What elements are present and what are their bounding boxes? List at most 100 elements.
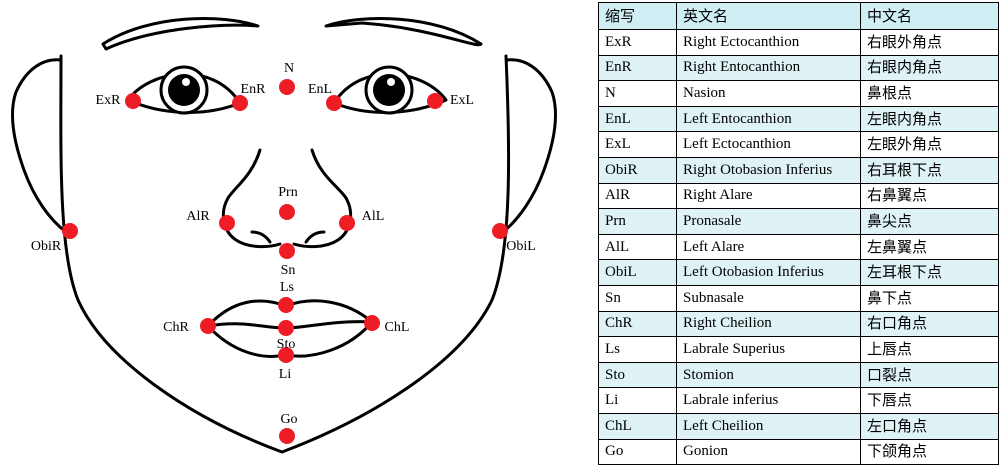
cell-english-name: Pronasale bbox=[676, 208, 861, 235]
landmark-label-EnL: EnL bbox=[308, 82, 332, 97]
landmark-point-Sto bbox=[278, 320, 294, 336]
cell-english-name: Right Cheilion bbox=[676, 310, 861, 338]
right-eyebrow bbox=[101, 17, 260, 51]
cell-chinese-name: 右眼外角点 bbox=[860, 29, 999, 56]
cell-chinese-name: 左耳根下点 bbox=[860, 259, 999, 286]
cell-english-name: Left Cheilion bbox=[676, 412, 861, 440]
cell-english-name: Nasion bbox=[676, 80, 861, 107]
cell-english-name: Right Entocanthion bbox=[676, 54, 861, 82]
landmark-point-Sn bbox=[279, 243, 295, 259]
right-pupil bbox=[159, 65, 209, 115]
landmark-label-ChL: ChL bbox=[385, 320, 410, 335]
cell-chinese-name: 左眼外角点 bbox=[860, 131, 999, 158]
landmark-label-ObiL: ObiL bbox=[506, 239, 536, 254]
cell-chinese-name: 左口角点 bbox=[860, 412, 999, 440]
landmark-point-EnL bbox=[326, 95, 342, 111]
landmark-label-Li: Li bbox=[279, 367, 292, 382]
landmark-point-Go bbox=[279, 428, 295, 444]
landmark-label-ExL: ExL bbox=[450, 93, 474, 108]
right-ear bbox=[10, 58, 68, 234]
cell-english-name: Left Alare bbox=[676, 233, 861, 261]
cell-english-name: Stomion bbox=[676, 361, 861, 389]
landmark-point-N bbox=[279, 79, 295, 95]
landmark-label-ObiR: ObiR bbox=[31, 239, 62, 254]
cell-abbreviation: EnR bbox=[598, 54, 677, 82]
cell-abbreviation: ChR bbox=[598, 310, 677, 338]
cell-abbreviation: ExL bbox=[598, 131, 677, 158]
cell-chinese-name: 右口角点 bbox=[860, 310, 999, 338]
cell-chinese-name: 右眼内角点 bbox=[860, 54, 999, 82]
landmark-point-ObiR bbox=[62, 223, 78, 239]
landmark-label-AlR: AlR bbox=[186, 209, 210, 224]
landmark-point-Prn bbox=[279, 204, 295, 220]
cell-abbreviation: ObiL bbox=[598, 259, 677, 286]
cell-abbreviation: EnL bbox=[598, 105, 677, 133]
landmark-label-N: N bbox=[284, 61, 294, 76]
table-header-row: 缩写 英文名 中文名 bbox=[598, 2, 999, 30]
cell-abbreviation: AlR bbox=[598, 182, 677, 210]
header-english-name: 英文名 bbox=[676, 2, 861, 30]
cell-chinese-name: 右耳根下点 bbox=[860, 156, 999, 184]
left-ear bbox=[501, 58, 558, 234]
left-eyebrow bbox=[324, 17, 483, 47]
cell-abbreviation: ObiR bbox=[598, 156, 677, 184]
cell-english-name: Labrale inferius bbox=[676, 387, 861, 414]
cell-chinese-name: 下颌角点 bbox=[860, 438, 999, 465]
landmark-point-ExL bbox=[427, 93, 443, 109]
landmark-label-EnR: EnR bbox=[241, 82, 267, 97]
landmark-label-Prn: Prn bbox=[278, 185, 297, 200]
landmark-point-Ls bbox=[278, 297, 294, 313]
cell-abbreviation: AlL bbox=[598, 233, 677, 261]
cell-english-name: Right Otobasion Inferius bbox=[676, 156, 861, 184]
cell-chinese-name: 鼻尖点 bbox=[860, 208, 999, 235]
landmark-point-ChL bbox=[364, 315, 380, 331]
cell-abbreviation: ChL bbox=[598, 412, 677, 440]
landmark-label-Sn: Sn bbox=[281, 263, 296, 278]
cell-abbreviation: Prn bbox=[598, 208, 677, 235]
cell-abbreviation: Ls bbox=[598, 336, 677, 363]
cell-abbreviation: Li bbox=[598, 387, 677, 414]
cell-chinese-name: 鼻下点 bbox=[860, 284, 999, 312]
cell-chinese-name: 下唇点 bbox=[860, 387, 999, 414]
cell-english-name: Gonion bbox=[676, 438, 861, 465]
cell-english-name: Subnasale bbox=[676, 284, 861, 312]
landmark-label-ExR: ExR bbox=[96, 93, 122, 108]
landmark-label-Ls: Ls bbox=[280, 280, 294, 295]
cell-english-name: Left Otobasion Inferius bbox=[676, 259, 861, 286]
cell-abbreviation: Sn bbox=[598, 284, 677, 312]
face-outline bbox=[59, 54, 511, 454]
cell-english-name: Left Entocanthion bbox=[676, 105, 861, 133]
cell-chinese-name: 右鼻翼点 bbox=[860, 182, 999, 210]
cell-chinese-name: 口裂点 bbox=[860, 361, 999, 389]
cell-abbreviation: Sto bbox=[598, 361, 677, 389]
landmark-point-ChR bbox=[200, 318, 216, 334]
landmark-label-Go: Go bbox=[280, 412, 297, 427]
landmark-point-EnR bbox=[232, 95, 248, 111]
left-pupil bbox=[364, 65, 414, 115]
cell-chinese-name: 鼻根点 bbox=[860, 80, 999, 107]
cell-english-name: Right Ectocanthion bbox=[676, 29, 861, 56]
cell-english-name: Right Alare bbox=[676, 182, 861, 210]
left-eye-outline bbox=[332, 72, 448, 114]
landmark-point-AlL bbox=[339, 215, 355, 231]
header-abbreviation: 缩写 bbox=[598, 2, 677, 30]
face-diagram: N ExR EnR EnL ExL Prn AlR AlL ObiR ObiL … bbox=[10, 17, 558, 454]
landmark-label-AlL: AlL bbox=[362, 209, 385, 224]
cell-abbreviation: ExR bbox=[598, 29, 677, 56]
landmark-point-AlR bbox=[219, 215, 235, 231]
